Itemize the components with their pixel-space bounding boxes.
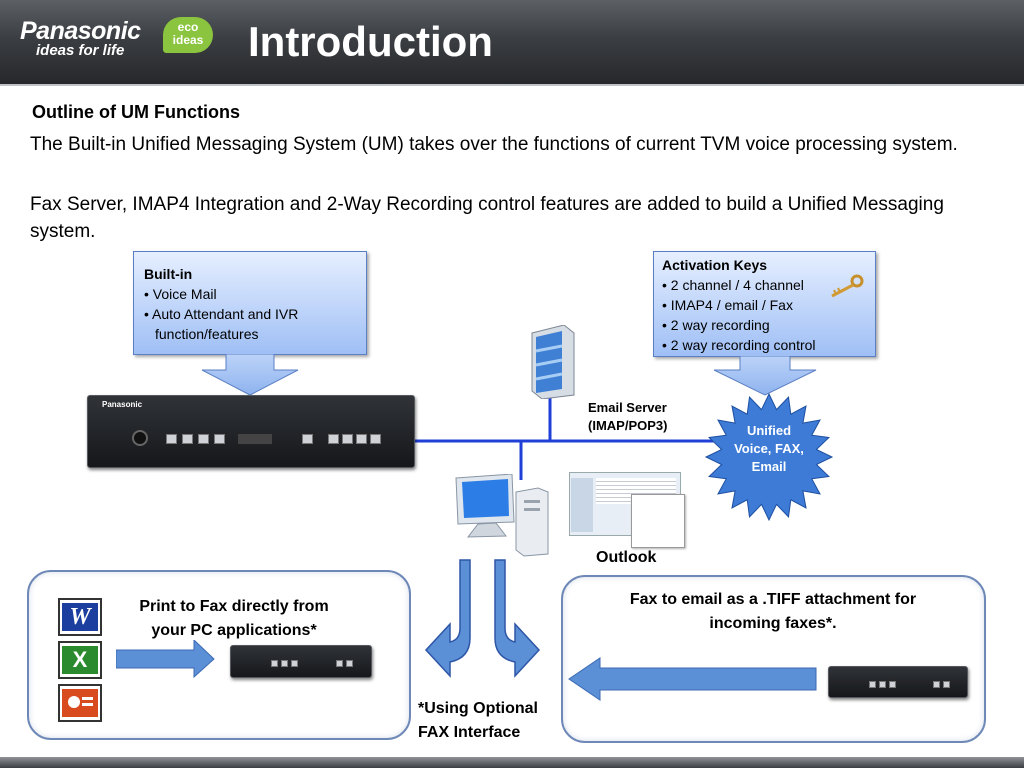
activation-down-arrow (713, 356, 817, 396)
device-port (356, 434, 367, 444)
footnote-line2: FAX Interface (418, 724, 521, 741)
device-port (214, 434, 225, 444)
activation-heading: Activation Keys (662, 257, 768, 273)
print-right-arrow (116, 640, 215, 678)
fax-to-email-panel (561, 575, 986, 743)
builtin-heading: Built-in (144, 266, 193, 282)
activation-keys-callout: Activation Keys 2 channel / 4 channel IM… (653, 251, 876, 357)
pbx-device: Panasonic (87, 395, 415, 468)
builtin-down-arrow (201, 354, 299, 396)
curved-arrows (424, 559, 541, 678)
device-port (302, 434, 313, 444)
activation-item: IMAP4 / email / Fax (662, 295, 867, 315)
unified-line2: Voice, FAX, (734, 441, 804, 456)
curved-arrow-left (424, 559, 471, 678)
powerpoint-icon (58, 684, 102, 722)
page-title: Introduction (248, 18, 493, 65)
device-port (370, 434, 381, 444)
builtin-callout: Built-in Voice Mail Auto Attendant and I… (133, 251, 367, 355)
device-port (166, 434, 177, 444)
device-port (336, 660, 343, 667)
unified-line3: Email (751, 459, 787, 474)
pbx-device-small-left (230, 645, 372, 678)
footer-bar (0, 757, 1024, 768)
builtin-item: Voice Mail (144, 284, 356, 304)
eco-line1: eco (177, 20, 199, 34)
fax-to-email-line1: Fax to email as a .TIFF attachment for (629, 591, 917, 608)
device-port (869, 681, 876, 688)
device-port (342, 434, 353, 444)
fax-to-email-left-arrow (568, 657, 817, 701)
device-port (281, 660, 288, 667)
word-icon: W (58, 598, 102, 636)
outlook-window-sidebar (571, 478, 593, 532)
device-port (943, 681, 950, 688)
activation-item: 2 way recording control (662, 335, 867, 355)
device-port (271, 660, 278, 667)
device-brand: Panasonic (102, 400, 143, 409)
print-to-fax-line2: your PC applications* (151, 622, 317, 639)
device-port (933, 681, 940, 688)
device-power-knob (132, 430, 148, 446)
key-icon (831, 274, 864, 298)
activation-item: 2 way recording (662, 315, 867, 335)
device-port (328, 434, 339, 444)
print-to-fax-text: Print to Fax directly from your PC appli… (120, 595, 348, 643)
intro-paragraph-2: Fax Server, IMAP4 Integration and 2-Way … (30, 194, 944, 242)
device-indicator (238, 434, 272, 444)
outlook-screenshot (569, 472, 685, 548)
device-port (879, 681, 886, 688)
device-port (182, 434, 193, 444)
pc-icon (455, 474, 549, 557)
panasonic-logo: Panasonic (20, 17, 141, 45)
pbx-device-small-right (828, 666, 968, 698)
unified-burst-label: Unified Voice, FAX, Email (719, 422, 819, 476)
device-port (291, 660, 298, 667)
email-server-line1: Email Server (588, 400, 667, 415)
eco-ideas-logo: eco ideas (163, 17, 213, 53)
device-port (346, 660, 353, 667)
curved-arrow-right (494, 559, 541, 678)
server-icon (531, 325, 575, 399)
word-icon-glyph: W (62, 603, 98, 631)
unified-line1: Unified (746, 423, 792, 438)
eco-line2: ideas (172, 33, 204, 47)
print-to-fax-line1: Print to Fax directly from (139, 598, 329, 615)
email-server-line2: (IMAP/POP3) (588, 418, 668, 433)
fax-to-email-text: Fax to email as a .TIFF attachment for i… (598, 588, 948, 636)
intro-paragraph-1: The Built-in Unified Messaging System (U… (30, 134, 958, 155)
footnote-line1: *Using Optional (418, 700, 538, 717)
footnote-label: *Using Optional FAX Interface (418, 697, 538, 745)
email-server-label: Email Server (IMAP/POP3) (588, 399, 667, 435)
fax-to-email-line2: incoming faxes*. (709, 615, 837, 632)
device-port (889, 681, 896, 688)
outlook-label: Outlook (596, 549, 657, 566)
unified-burst-shape (704, 392, 834, 522)
panasonic-tagline: ideas for life (36, 42, 125, 59)
outlook-fax-preview (631, 494, 685, 548)
powerpoint-icon-glyph (62, 689, 98, 717)
outline-heading: Outline of UM Functions (32, 102, 240, 122)
activation-item: 2 channel / 4 channel (662, 275, 867, 295)
device-port (198, 434, 209, 444)
excel-icon: X (58, 641, 102, 679)
builtin-item: Auto Attendant and IVR function/features (144, 304, 356, 344)
excel-icon-glyph: X (62, 646, 98, 674)
